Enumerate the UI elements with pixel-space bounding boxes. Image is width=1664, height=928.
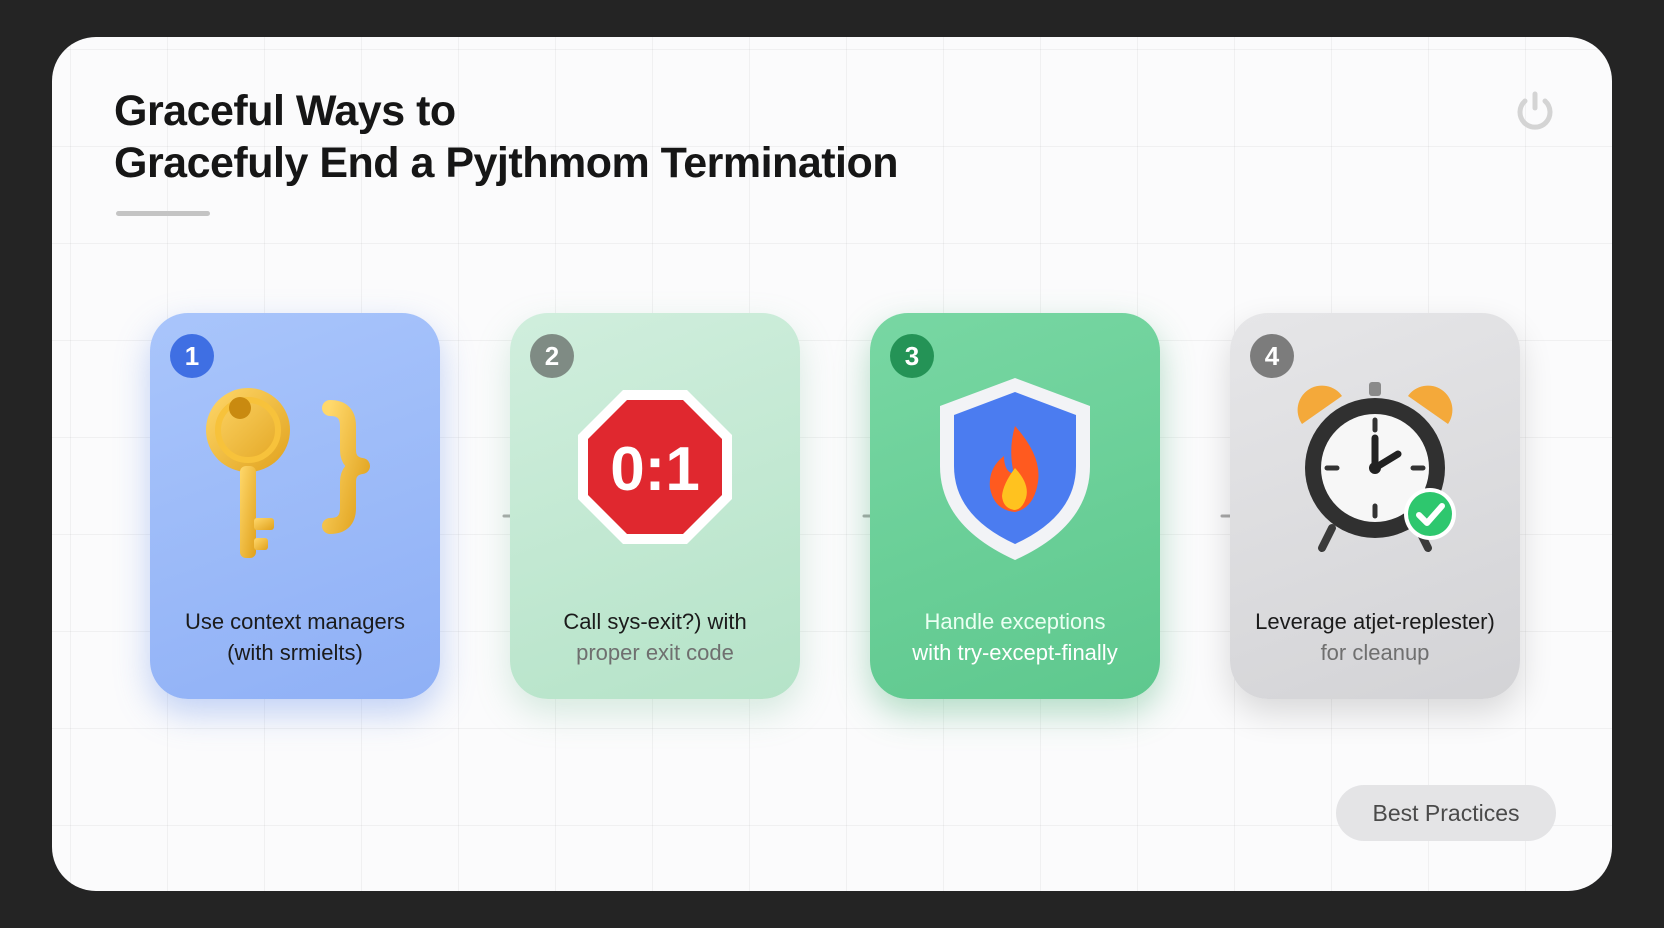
power-icon[interactable] [1512, 88, 1558, 134]
alarm-clock-check-icon [1297, 382, 1456, 552]
best-practices-tag[interactable]: Best Practices [1336, 785, 1556, 841]
title-line-1: Graceful Ways to [114, 87, 456, 135]
step-label-line-2: with try-except-finally [912, 640, 1118, 665]
shield-fire-icon [940, 378, 1090, 560]
step-label-line-1: Call sys-exit?) with [563, 609, 747, 634]
slide: Graceful Ways to Gracefuly End a Pyjthmo… [52, 37, 1612, 891]
step-label-line-1: Leverage atjet-replester) [1255, 609, 1495, 634]
step-number-badge: 4 [1250, 334, 1294, 378]
step-label-line-2: (with srmielts) [227, 640, 363, 665]
step-card-3[interactable]: 3 Handle exceptions with try-except-fina… [870, 313, 1160, 699]
step-card-1[interactable]: 1 Use context managers (with srmielts) [150, 313, 440, 699]
step-label: Handle exceptions with try-except-finall… [878, 606, 1152, 668]
stop-sign-text: 0:1 [610, 435, 700, 504]
step-number-badge: 1 [170, 334, 214, 378]
step-number-badge: 3 [890, 334, 934, 378]
key-with-brace-icon [206, 388, 370, 558]
title-underline [116, 211, 210, 216]
step-label-line-1: Handle exceptions [924, 609, 1106, 634]
step-label: Call sys-exit?) with proper exit code [518, 606, 792, 668]
page-title: Graceful Ways to Gracefuly End a Pyjthmo… [114, 85, 899, 189]
step-card-4[interactable]: 4 Leverage atjet-replester) for cleanup [1230, 313, 1520, 699]
step-label: Leverage atjet-replester) for cleanup [1238, 606, 1512, 668]
step-label-line-2: proper exit code [576, 640, 734, 665]
step-label-line-1: Use context managers [184, 609, 406, 634]
step-card-2[interactable]: 2 0:1 Call sys-exit?) with proper exit c… [510, 313, 800, 699]
step-label-line-2: for cleanup [1320, 640, 1430, 665]
step-number-badge: 2 [530, 334, 574, 378]
stop-sign-icon: 0:1 [578, 390, 732, 544]
title-line-2: Gracefuly End a Pyjthmom Termination [114, 139, 899, 187]
step-label: Use context managers (with srmielts) [158, 606, 432, 668]
